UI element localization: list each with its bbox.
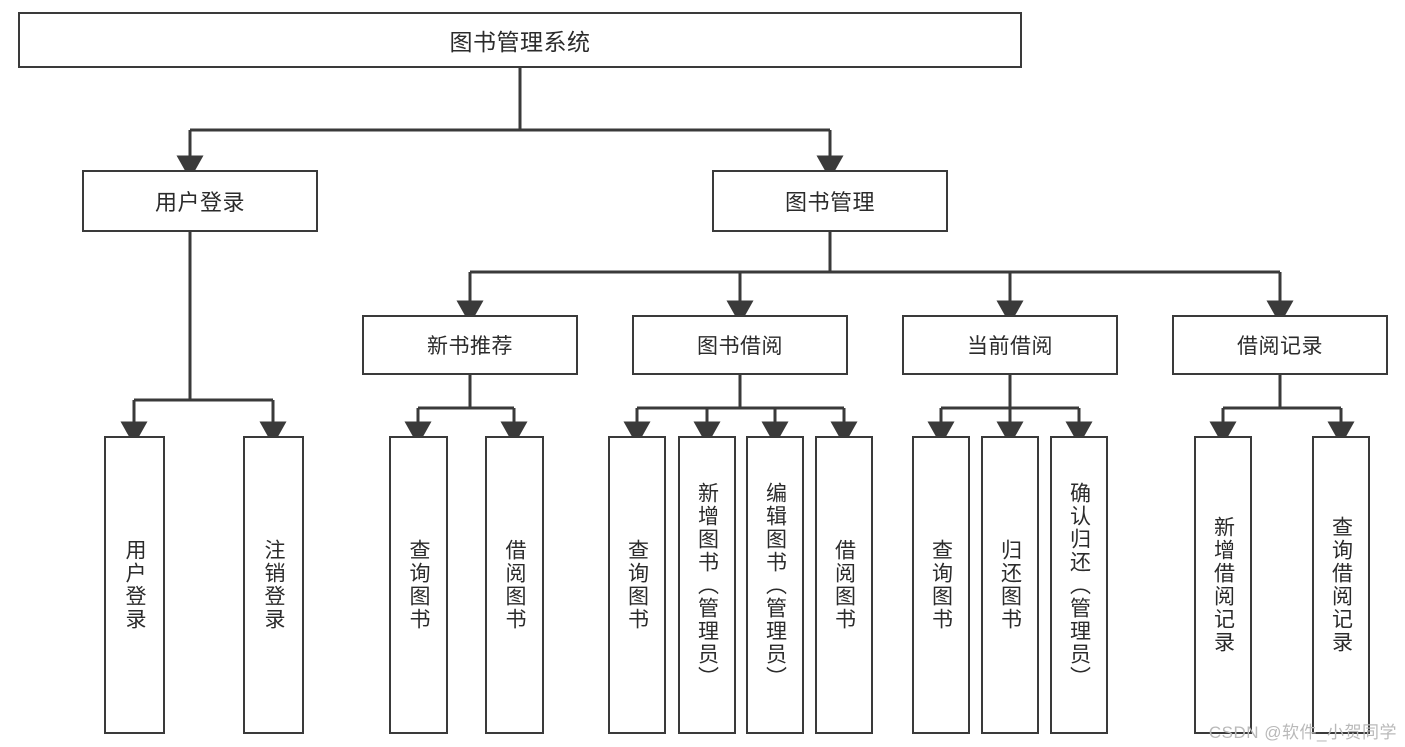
leaf-user-logout-label: 注销登录 xyxy=(262,539,285,631)
leaf-user-logout[interactable]: 注销登录 xyxy=(243,436,304,734)
leaf-confirm-return-admin[interactable]: 确认归还（管理员） xyxy=(1050,436,1108,734)
leaf-query-book-current[interactable]: 查询图书 xyxy=(912,436,970,734)
node-user-login[interactable]: 用户登录 xyxy=(82,170,318,232)
csdn-watermark: CSDN @软件_小贺同学 xyxy=(1208,723,1397,742)
leaf-query-book-recommend[interactable]: 查询图书 xyxy=(389,436,448,734)
leaf-query-book-current-label: 查询图书 xyxy=(929,539,953,631)
leaf-borrow-book-recommend-label: 借阅图书 xyxy=(503,539,526,631)
node-book-borrow[interactable]: 图书借阅 xyxy=(632,315,848,375)
leaf-user-login[interactable]: 用户登录 xyxy=(104,436,165,734)
leaf-borrow-book[interactable]: 借阅图书 xyxy=(815,436,873,734)
node-book-management[interactable]: 图书管理 xyxy=(712,170,948,232)
node-new-book-recommend-label: 新书推荐 xyxy=(427,335,513,358)
node-new-book-recommend[interactable]: 新书推荐 xyxy=(362,315,578,375)
leaf-return-book-label: 归还图书 xyxy=(998,539,1022,631)
node-user-login-label: 用户登录 xyxy=(154,190,245,215)
leaf-query-book-borrow-label: 查询图书 xyxy=(625,539,649,631)
node-book-management-label: 图书管理 xyxy=(784,190,875,215)
leaf-query-borrow-record[interactable]: 查询借阅记录 xyxy=(1312,436,1370,734)
leaf-add-book-admin-label: 新增图书（管理员） xyxy=(695,481,719,689)
node-borrow-record-label: 借阅记录 xyxy=(1237,335,1323,358)
leaf-user-login-label: 用户登录 xyxy=(123,539,146,631)
leaf-return-book[interactable]: 归还图书 xyxy=(981,436,1039,734)
leaf-confirm-return-admin-label: 确认归还（管理员） xyxy=(1067,481,1091,689)
leaf-borrow-book-recommend[interactable]: 借阅图书 xyxy=(485,436,544,734)
leaf-query-book-borrow[interactable]: 查询图书 xyxy=(608,436,666,734)
node-current-borrow[interactable]: 当前借阅 xyxy=(902,315,1118,375)
leaf-add-borrow-record-label: 新增借阅记录 xyxy=(1211,516,1235,654)
node-book-borrow-label: 图书借阅 xyxy=(697,335,783,358)
node-borrow-record[interactable]: 借阅记录 xyxy=(1172,315,1388,375)
leaf-query-book-recommend-label: 查询图书 xyxy=(407,539,430,631)
leaf-query-borrow-record-label: 查询借阅记录 xyxy=(1329,516,1353,654)
node-root-label: 图书管理系统 xyxy=(449,29,591,55)
leaf-edit-book-admin[interactable]: 编辑图书（管理员） xyxy=(746,436,804,734)
leaf-borrow-book-label: 借阅图书 xyxy=(832,539,856,631)
leaf-add-book-admin[interactable]: 新增图书（管理员） xyxy=(678,436,736,734)
node-current-borrow-label: 当前借阅 xyxy=(967,335,1053,358)
leaf-edit-book-admin-label: 编辑图书（管理员） xyxy=(763,481,787,689)
node-root[interactable]: 图书管理系统 xyxy=(18,12,1022,68)
leaf-add-borrow-record[interactable]: 新增借阅记录 xyxy=(1194,436,1252,734)
